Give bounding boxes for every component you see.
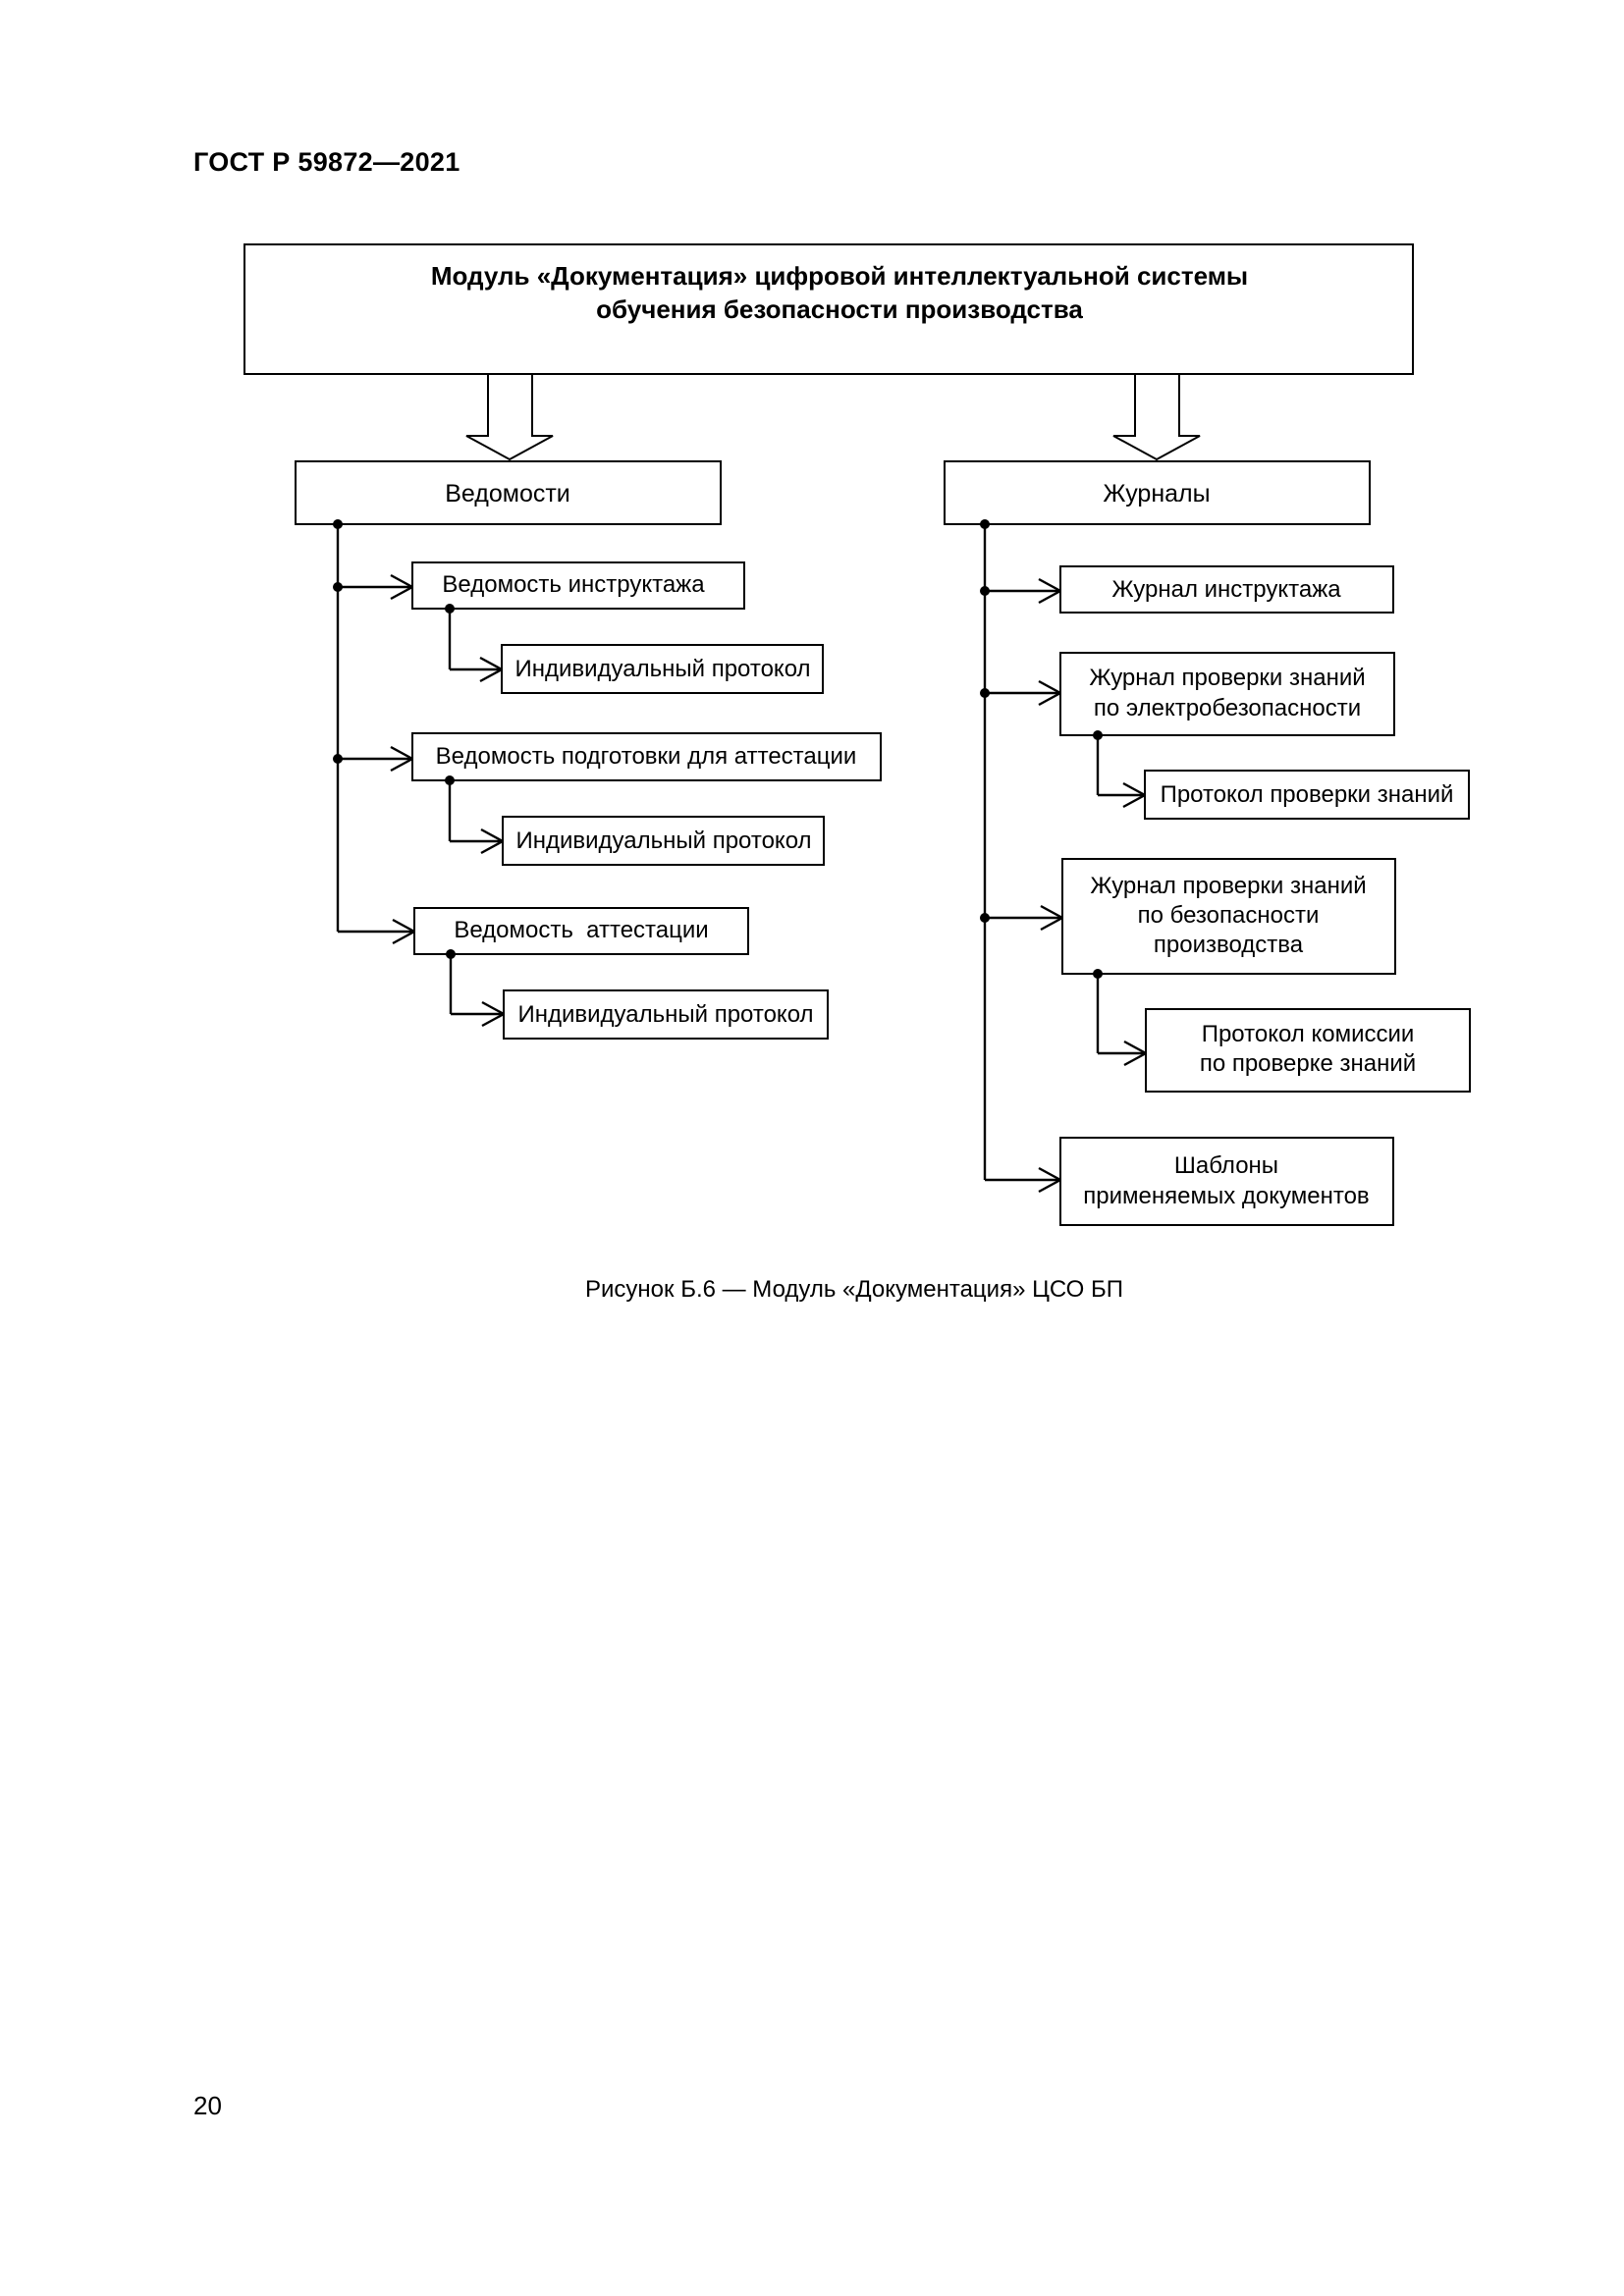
right-branch-2-dot xyxy=(980,688,990,698)
root-node-line-2: обучения безопасности производства xyxy=(596,294,1083,324)
left-item-1-node: Ведомость инструктажа xyxy=(411,561,745,610)
page-number: 20 xyxy=(193,2091,222,2120)
right-item-2-label-line-2: по электробезопасности xyxy=(1094,695,1361,721)
document-header: ГОСТ Р 59872—2021 xyxy=(193,147,460,177)
left-item-1-label: Ведомость инструктажа xyxy=(442,571,705,598)
left-sub-3-dot xyxy=(446,949,456,959)
left-item-2-node: Ведомость подготовки для аттестации xyxy=(411,732,882,781)
right-trunk-start-dot xyxy=(980,519,990,529)
left-item-3-child-label: Индивидуальный протокол xyxy=(517,1001,813,1028)
root-to-right-arrow xyxy=(1112,373,1201,461)
left-item-1-child-node: Индивидуальный протокол xyxy=(501,644,824,694)
left-item-1-child-label: Индивидуальный протокол xyxy=(514,656,810,682)
right-branch-3-dot xyxy=(980,913,990,923)
right-category-node: Журналы xyxy=(944,460,1371,525)
right-item-3-child-line-1: Протокол комиссии xyxy=(1202,1021,1415,1047)
right-item-1-node: Журнал инструктажа xyxy=(1059,565,1394,614)
left-item-2-child-node: Индивидуальный протокол xyxy=(502,816,825,866)
left-item-3-node: Ведомость аттестации xyxy=(413,907,749,955)
right-item-4-label-line-1: Шаблоны xyxy=(1174,1152,1278,1179)
root-to-left-arrow xyxy=(465,373,554,461)
left-category-label: Ведомости xyxy=(445,480,570,507)
right-category-label: Журналы xyxy=(1103,480,1210,507)
left-item-2-label: Ведомость подготовки для аттестации xyxy=(436,743,857,770)
right-item-3-child-line-2: по проверке знаний xyxy=(1200,1050,1416,1077)
root-node-line-1: Модуль «Документация» цифровой интеллект… xyxy=(431,261,1248,291)
right-item-4-label-line-2: применяемых документов xyxy=(1083,1183,1369,1209)
left-item-2-child-label: Индивидуальный протокол xyxy=(515,828,811,854)
left-sub-2-dot xyxy=(445,775,455,785)
figure-caption: Рисунок Б.6 — Модуль «Документация» ЦСО … xyxy=(585,1276,1123,1303)
left-sub-1-dot xyxy=(445,604,455,614)
right-item-2-child-node: Протокол проверки знаний xyxy=(1144,770,1470,820)
left-item-3-child-node: Индивидуальный протокол xyxy=(503,989,829,1040)
right-item-3-label-line-2: по безопасности xyxy=(1138,902,1320,929)
right-sub-2-dot xyxy=(1093,730,1103,740)
right-item-4-node: Шаблоны применяемых документов xyxy=(1059,1137,1394,1226)
right-item-3-child-node: Протокол комиссии по проверке знаний xyxy=(1145,1008,1471,1093)
right-item-3-node: Журнал проверки знаний по безопасности п… xyxy=(1061,858,1396,975)
left-item-3-label: Ведомость аттестации xyxy=(454,917,708,943)
left-branch-2-dot xyxy=(333,754,343,764)
right-item-3-label-line-1: Журнал проверки знаний xyxy=(1090,873,1366,899)
right-item-1-label: Журнал инструктажа xyxy=(1111,576,1341,603)
left-category-node: Ведомости xyxy=(295,460,722,525)
root-node: Модуль «Документация» цифровой интеллект… xyxy=(244,243,1414,375)
right-item-2-label-line-1: Журнал проверки знаний xyxy=(1089,665,1365,691)
right-item-3-label-line-3: производства xyxy=(1154,932,1304,958)
right-item-2-node: Журнал проверки знаний по электробезопас… xyxy=(1059,652,1395,736)
right-branch-1-dot xyxy=(980,586,990,596)
right-sub-3-dot xyxy=(1093,969,1103,979)
left-trunk-start-dot xyxy=(333,519,343,529)
left-branch-1-dot xyxy=(333,582,343,592)
right-item-2-child-label: Протокол проверки знаний xyxy=(1161,781,1454,808)
